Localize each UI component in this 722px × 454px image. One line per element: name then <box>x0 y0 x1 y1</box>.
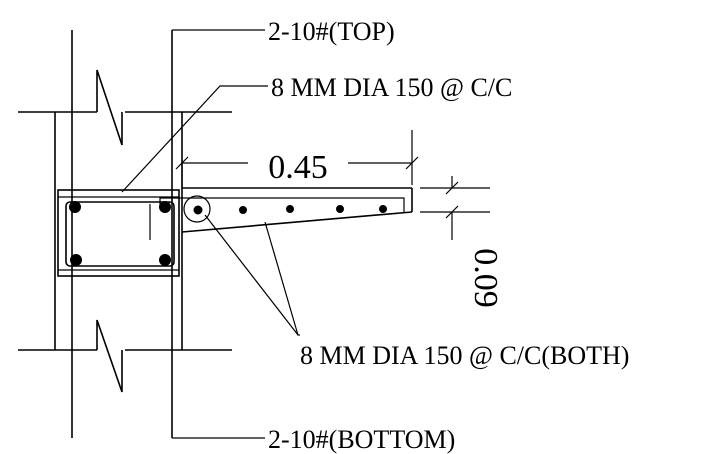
slab-distribution-bars <box>193 205 387 215</box>
slab-bars-label: 8 MM DIA 150 @ C/C(BOTH) <box>300 341 629 370</box>
leader-lines <box>121 29 300 439</box>
stirrup <box>65 201 175 267</box>
break-symbol-bottom <box>96 319 123 393</box>
chajja-outline <box>181 187 413 233</box>
bottom-bars-label: 2-10#(BOTTOM) <box>268 425 455 454</box>
wall-outline <box>18 111 232 351</box>
stirrups-label: 8 MM DIA 150 @ C/C <box>271 73 512 102</box>
projection-dimension-label: 0.45 <box>268 149 328 186</box>
dimension-projection <box>175 130 419 188</box>
slab-reinforcement-bar <box>159 197 405 212</box>
column-outline <box>71 30 173 438</box>
detail-callout-circle <box>183 195 211 223</box>
thickness-dimension-label: 0.09 <box>467 248 504 308</box>
beam-section <box>57 189 180 277</box>
top-bars-label: 2-10#(TOP) <box>268 17 395 46</box>
break-symbol-top <box>96 69 123 146</box>
beam-main-bars <box>69 201 171 266</box>
dimension-thickness <box>420 176 490 240</box>
